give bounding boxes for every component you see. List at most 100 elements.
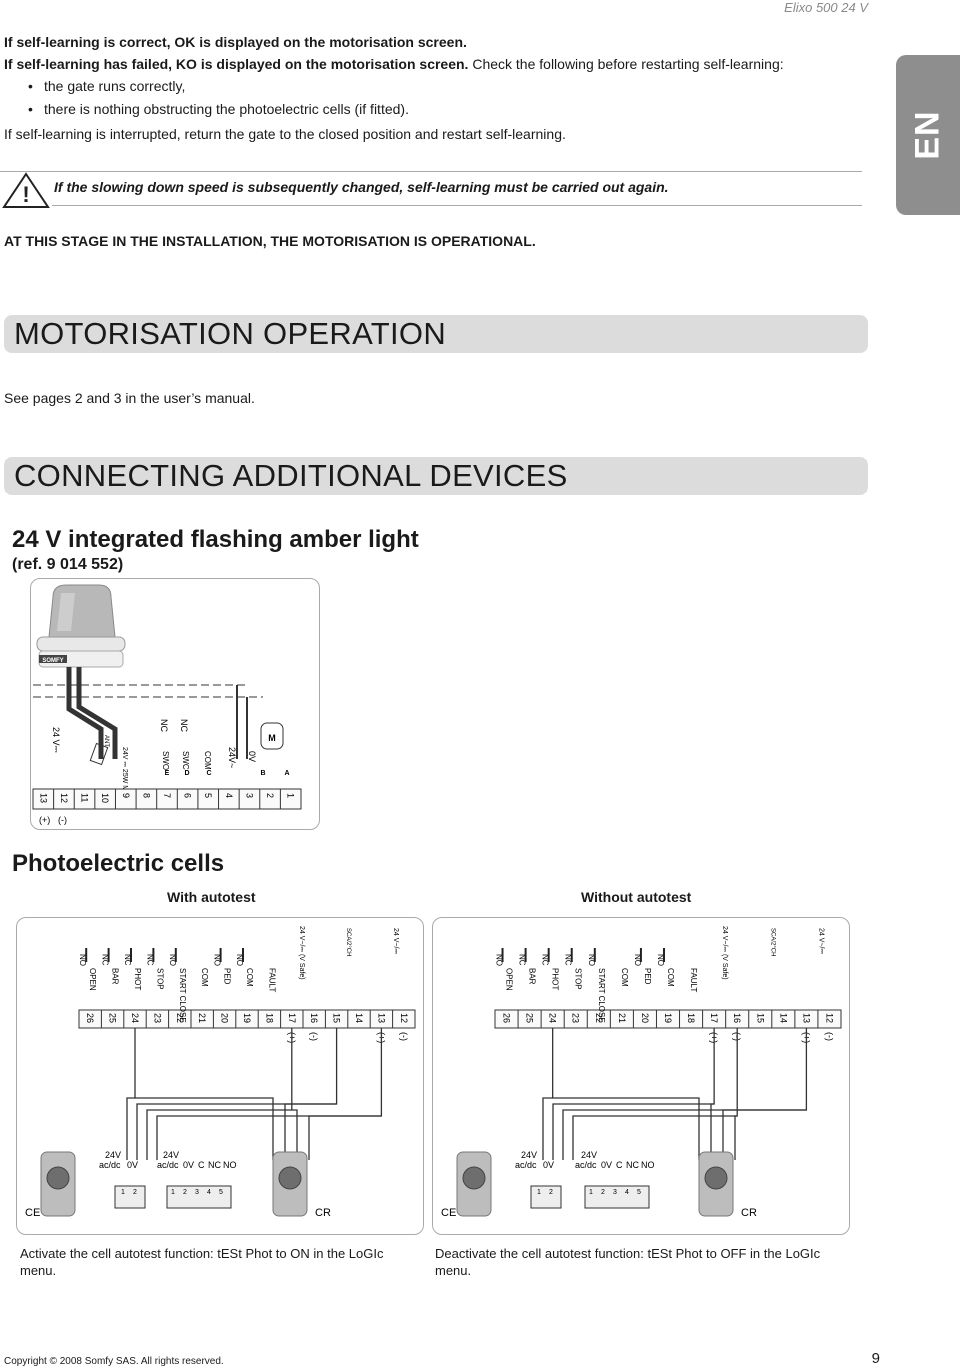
com-label: COM: [203, 751, 212, 770]
terminal-number: 25: [108, 1013, 118, 1023]
nc-label: NC: [159, 719, 169, 732]
terminal-number: 25: [525, 1013, 535, 1023]
function-label: PED: [223, 968, 232, 985]
function-label: START CLOSE: [597, 968, 606, 1023]
section-band-operation: MOTORISATION OPERATION: [4, 315, 868, 353]
terminal-number: 1: [286, 793, 296, 798]
swo-label: SWO: [161, 751, 170, 770]
intro-line-interrupted: If self-learning is interrupted, return …: [4, 126, 566, 142]
terminal-number: 12: [399, 1013, 409, 1023]
function-label: PHOT: [133, 968, 142, 990]
letter-label: A: [284, 770, 289, 777]
function-label: COM: [620, 968, 629, 987]
24v-ac-label: 24V~: [227, 747, 237, 768]
letter-label: B: [260, 770, 265, 777]
caption-no-autotest: Deactivate the cell autotest function: t…: [435, 1246, 821, 1278]
contact-label: NC: [145, 954, 154, 966]
supply-label: 24 V~/⎓: [817, 928, 824, 954]
cr-supply-label: ac/dc: [575, 1160, 597, 1170]
cr-supply-label: NC: [208, 1160, 221, 1170]
terminal-number: 9: [121, 793, 131, 798]
contact-label: NO: [235, 954, 244, 966]
terminal-number: 2: [265, 793, 275, 798]
polarity-label: (-): [58, 815, 67, 825]
cr-terminal-block: [584, 1185, 650, 1209]
terminal-number: 5: [203, 793, 213, 798]
terminal-number: 26: [85, 1013, 95, 1023]
terminal-number: 22: [175, 1013, 185, 1023]
terminal-number: 24: [130, 1013, 140, 1023]
cr-pin: 1: [171, 1189, 175, 1196]
check-list: the gate runs correctly, there is nothin…: [4, 75, 884, 121]
photocell-lens: [278, 1166, 302, 1190]
cr-supply-label: 24V: [163, 1150, 179, 1160]
cr-pin: 1: [589, 1189, 593, 1196]
section-title-devices: CONNECTING ADDITIONAL DEVICES: [14, 458, 568, 493]
stage-notice: AT THIS STAGE IN THE INSTALLATION, THE M…: [4, 233, 536, 249]
ce-pin: 1: [537, 1189, 541, 1196]
terminal-number: 16: [732, 1013, 742, 1023]
polarity-label: (-): [824, 1032, 834, 1041]
cr-supply-label: C: [198, 1160, 205, 1170]
contact-label: NO: [587, 954, 596, 966]
ce-supply-label: ac/dc: [515, 1160, 537, 1170]
check-item: the gate runs correctly,: [28, 75, 884, 98]
ce-supply-label: 0V: [543, 1160, 554, 1170]
terminal-number: 26: [502, 1013, 512, 1023]
terminal-number: 19: [663, 1013, 673, 1023]
function-label: COM: [666, 968, 675, 987]
photocell-label: CR: [315, 1207, 331, 1219]
terminal-number: 16: [309, 1013, 319, 1023]
output-25w-label: 24V ⎓ 25W Max: [121, 747, 128, 799]
letter-label: D: [184, 770, 189, 777]
section-band-devices: CONNECTING ADDITIONAL DEVICES: [4, 457, 868, 495]
contact-label: NO: [213, 954, 222, 966]
warning-icon: !: [2, 172, 50, 208]
ce-supply-label: 24V: [105, 1150, 121, 1160]
ce-pin: 1: [121, 1189, 125, 1196]
terminal-number: 6: [183, 793, 193, 798]
with-autotest-label: With autotest: [167, 889, 256, 905]
terminal-number: 11: [80, 793, 90, 802]
flashing-light-ref: (ref. 9 014 552): [12, 556, 124, 573]
swc-label: SWC: [181, 751, 190, 770]
contact-label: NC: [541, 954, 550, 966]
contact-label: NO: [656, 954, 665, 966]
section-title-operation: MOTORISATION OPERATION: [14, 316, 447, 351]
cr-pin: 5: [219, 1189, 223, 1196]
terminal-number: 7: [162, 793, 172, 798]
terminal-number: 15: [332, 1013, 342, 1023]
photocell-label: CE: [25, 1207, 40, 1219]
warning-symbol: !: [22, 182, 29, 207]
terminal-strip: [78, 1009, 416, 1029]
contact-label: NO: [168, 954, 177, 966]
language-tab: EN: [896, 55, 960, 215]
terminal-number: 21: [197, 1013, 207, 1023]
terminal-number: 13: [38, 793, 48, 803]
0v-label: 0V: [247, 751, 257, 762]
page-number: 9: [871, 1350, 880, 1367]
supply-label: SCA/2°CH: [769, 928, 775, 956]
terminal-number: 22: [594, 1013, 604, 1023]
letter-label: C: [206, 770, 211, 777]
cr-supply-label: NO: [223, 1160, 237, 1170]
ce-supply-label: 0V: [127, 1160, 138, 1170]
polarity-label: (-): [309, 1032, 319, 1041]
motor-label: M: [268, 733, 276, 743]
flashing-light-lamp: SOMFY: [36, 584, 126, 668]
contact-label: NO: [633, 954, 642, 966]
supply-label: 24 V~/⎓ (V Safe): [721, 926, 728, 980]
terminal-number: 17: [709, 1013, 719, 1023]
function-label: START CLOSE: [178, 968, 187, 1023]
function-label: COM: [245, 968, 254, 987]
copyright: Copyright © 2008 Somfy SAS. All rights r…: [4, 1356, 224, 1367]
operation-text: See pages 2 and 3 in the user’s manual.: [4, 390, 255, 406]
cr-supply-label: 24V: [581, 1150, 597, 1160]
terminal-number: 18: [686, 1013, 696, 1023]
ce-terminal-block: [114, 1185, 146, 1209]
cr-supply-label: NC: [626, 1160, 639, 1170]
